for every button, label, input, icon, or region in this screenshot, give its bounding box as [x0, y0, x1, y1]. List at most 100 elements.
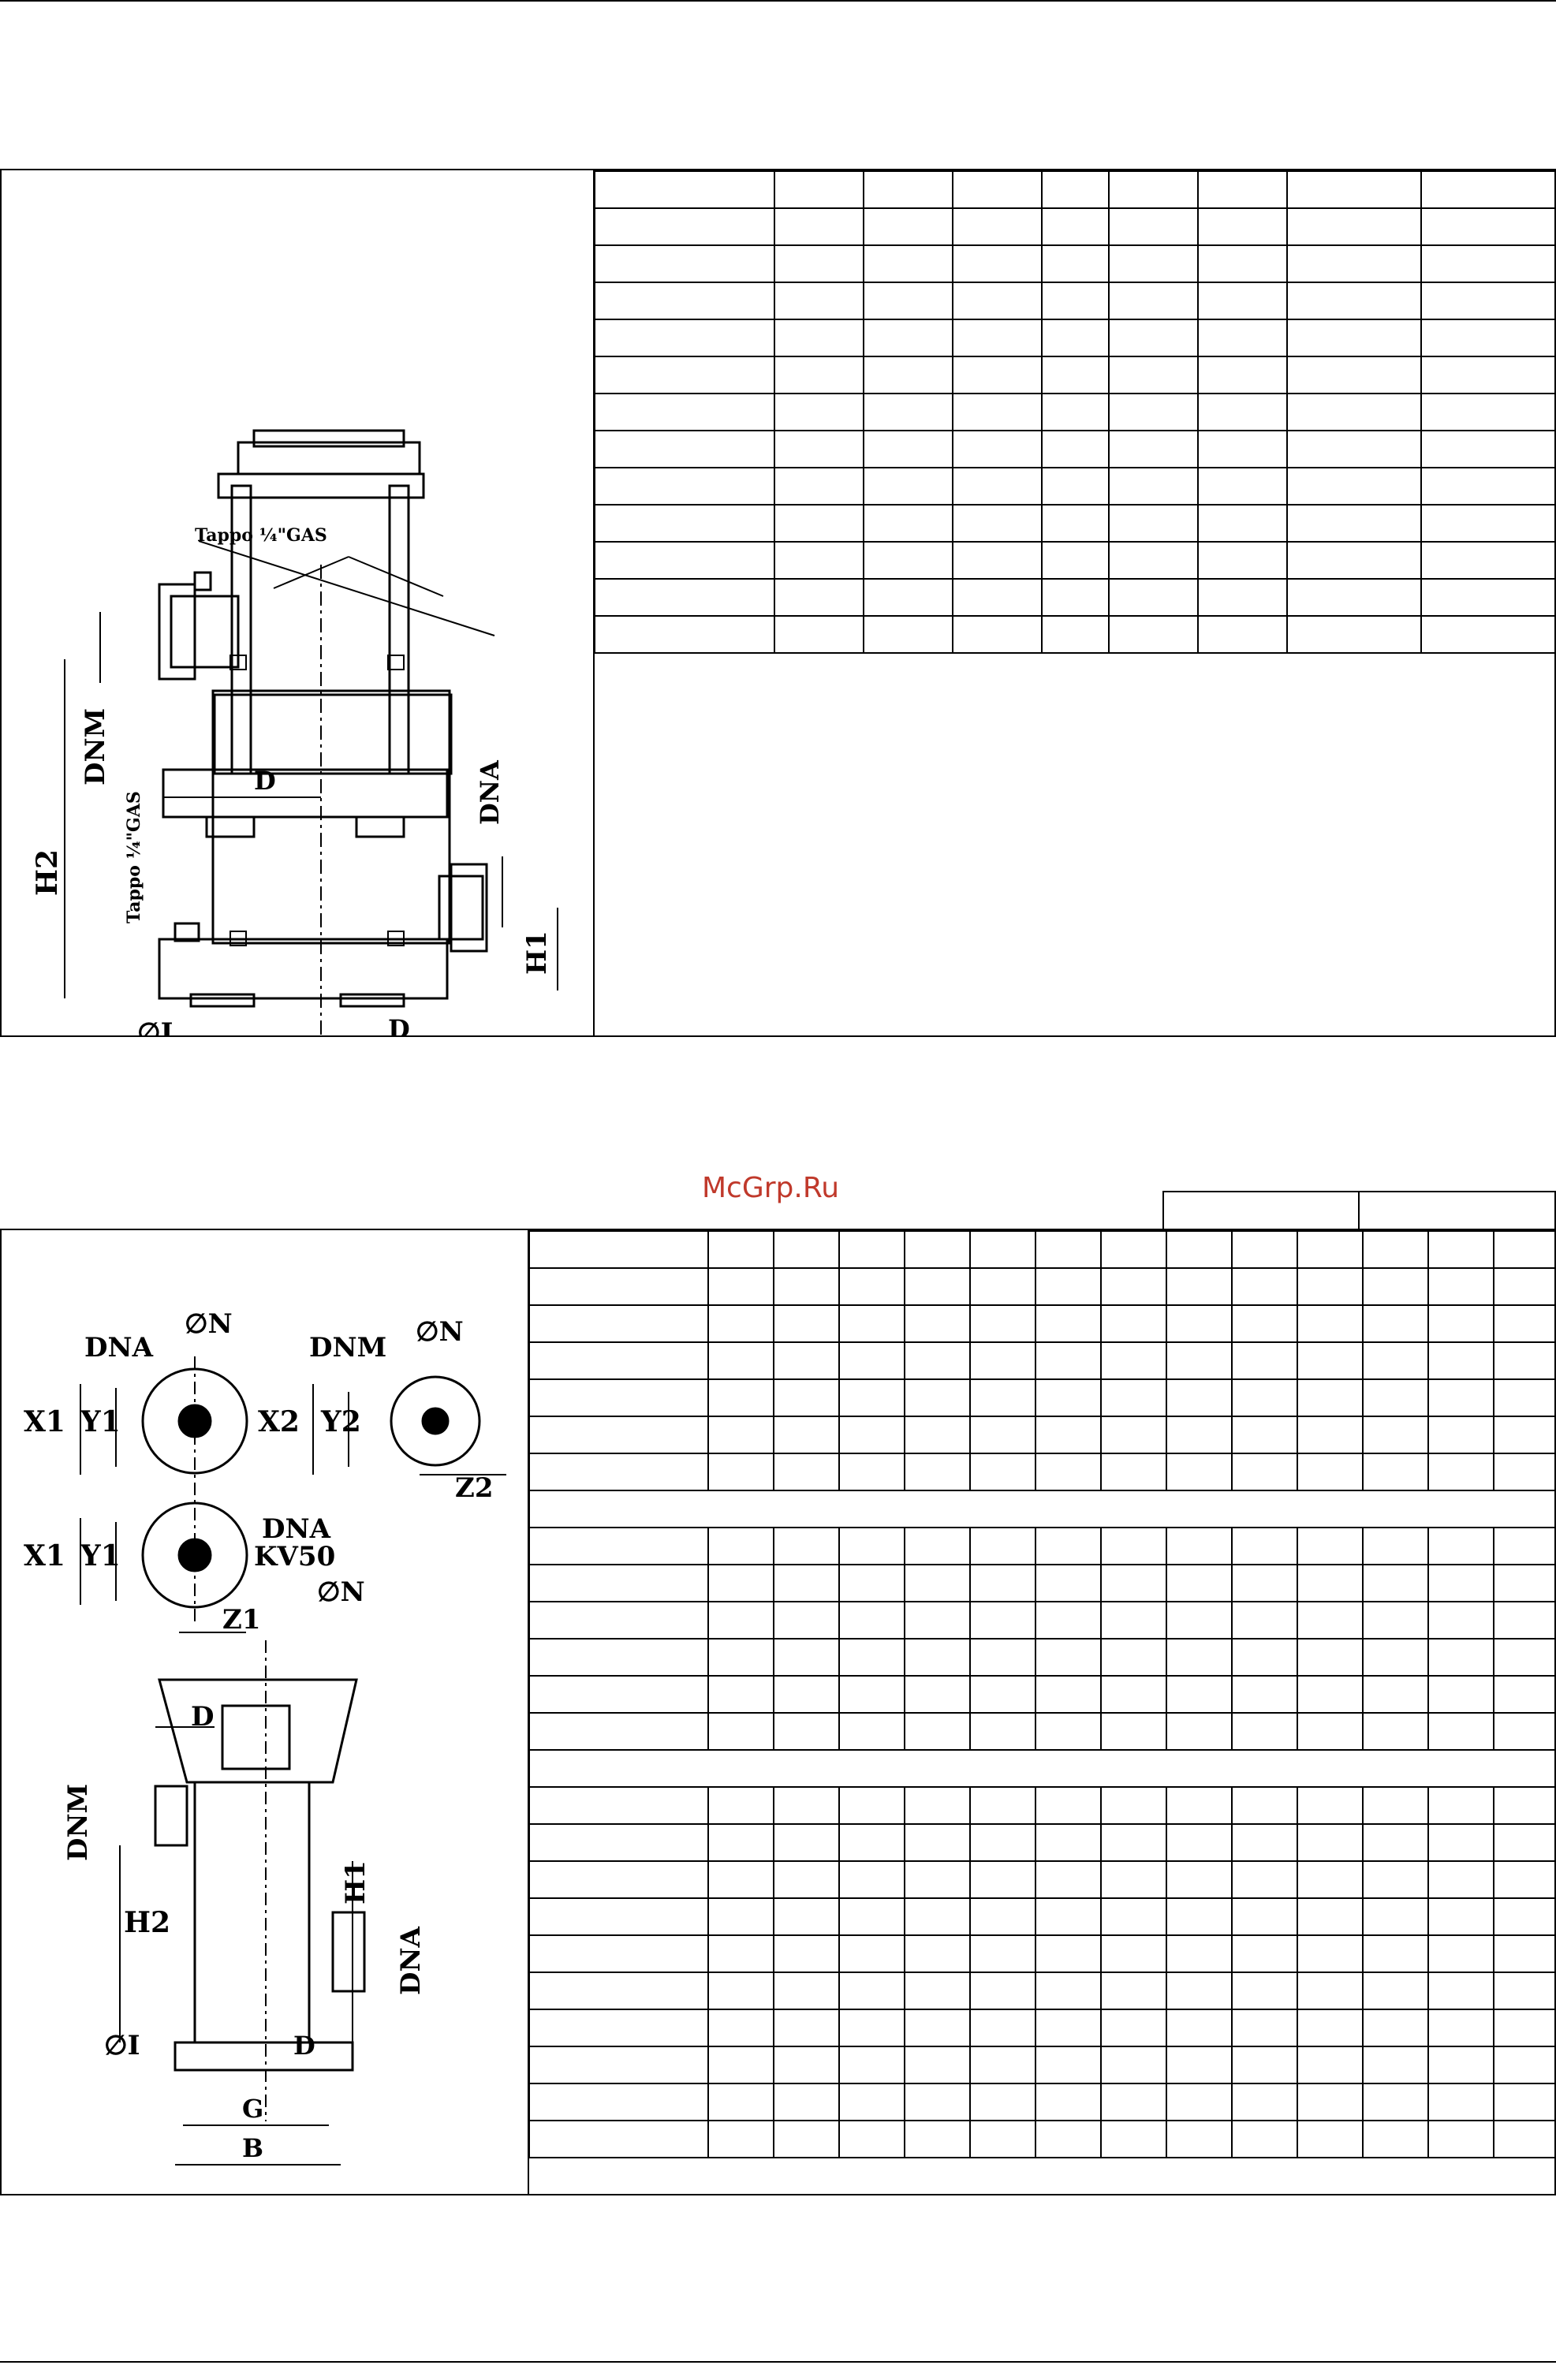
table-row: [594, 207, 1556, 246]
table-row: [528, 1453, 1556, 1491]
label-d-top: D: [191, 1701, 214, 1733]
table-row: [528, 1564, 1556, 1602]
label-dna-a: DNA: [84, 1332, 154, 1363]
table-row: [594, 615, 1556, 654]
table-row: [594, 244, 1556, 283]
suction-port: [450, 863, 488, 953]
table-row: [528, 1341, 1556, 1380]
watermark: McGrp.Ru: [702, 1172, 840, 1204]
label-on-a: ∅N: [185, 1308, 233, 1340]
header-box-right: [1358, 1191, 1556, 1230]
motor-head: [237, 441, 421, 476]
label-kv50: KV50: [254, 1541, 335, 1572]
table-section-row: [528, 1490, 1556, 1528]
label-dnm-side: DNM: [62, 1784, 94, 1861]
label-z1: Z1: [222, 1604, 260, 1636]
spec-table-top: [594, 170, 1556, 654]
table-row: [594, 430, 1556, 468]
label-h2: H2: [124, 1906, 170, 1939]
table-row: [594, 541, 1556, 580]
motor-bracket: [158, 1678, 358, 1784]
plug-base: [174, 922, 200, 942]
lower-body: [213, 693, 453, 775]
table-row: [528, 2009, 1556, 2047]
label-h1: H1: [340, 1860, 371, 1904]
label-x2: X2: [258, 1405, 300, 1438]
pump-drawing-top: Tappo ¼"GAS Tappo ¼"GAS DNM DNA D H2 H1 …: [2, 170, 595, 1129]
table-row: [594, 282, 1556, 320]
pump-drawing-bottom: ∅N DNA X1 Y1 ∅N DNM X2 Y2 Z2 X1 Y1 DNA K…: [2, 1230, 529, 2194]
table-row: [594, 170, 1556, 209]
side-flange-left: [154, 1785, 188, 1847]
label-dna-b: DNA: [262, 1513, 331, 1545]
label-tappo-side: Tappo ¼"GAS: [124, 791, 144, 923]
bottom-page-rule: [0, 2361, 1556, 2363]
dimension-panel-bottom: ∅N DNA X1 Y1 ∅N DNM X2 Y2 Z2 X1 Y1 DNA K…: [0, 1229, 1556, 2195]
pump-base: [174, 2041, 354, 2072]
label-tappo-top: Tappo ¼"GAS: [195, 525, 327, 546]
table-row: [528, 1416, 1556, 1454]
motor-window: [221, 1704, 291, 1770]
table-row: [528, 1712, 1556, 1751]
motor-flange: [252, 429, 405, 448]
label-dna: DNA: [475, 759, 505, 825]
label-dnm: DNM: [80, 708, 111, 785]
table-row: [528, 1527, 1556, 1565]
table-row: [528, 1267, 1556, 1306]
pump-diagram-bottom: ∅N DNA X1 Y1 ∅N DNM X2 Y2 Z2 X1 Y1 DNA K…: [24, 1308, 506, 2166]
table-row: [594, 319, 1556, 357]
table-row: [528, 1638, 1556, 1677]
pump-diagram-top: Tappo ¼"GAS Tappo ¼"GAS DNM DNA D H2 H1 …: [31, 429, 558, 1129]
label-oi: ∅I: [137, 1017, 174, 1035]
label-x1-a: X1: [24, 1405, 65, 1438]
base-foot-right: [355, 815, 405, 838]
base-foot-left: [205, 815, 256, 838]
table-row: [528, 1230, 1556, 1269]
dimension-panel-top: Tappo ¼"GAS Tappo ¼"GAS DNM DNA D H2 H1 …: [0, 169, 1556, 1129]
label-x1-b: X1: [24, 1539, 65, 1572]
table-row: [528, 1378, 1556, 1417]
table-row: [594, 393, 1556, 431]
table-row: [594, 467, 1556, 505]
table-row: [594, 504, 1556, 543]
pump-stack: [193, 1781, 311, 2044]
label-g: G: [242, 2094, 263, 2124]
table-row: [528, 1972, 1556, 2010]
table-row: [528, 1601, 1556, 1640]
suction-nozzle: [438, 875, 484, 941]
table-section-row: [528, 1749, 1556, 1788]
table-row: [528, 1786, 1556, 1825]
table-row: [528, 2120, 1556, 2158]
label-y2: Y2: [320, 1405, 361, 1438]
table-row: [594, 356, 1556, 394]
table-row: [528, 1897, 1556, 1936]
flange-dnm: [390, 1375, 481, 1467]
label-oi: ∅I: [104, 2030, 140, 2061]
label-h1: H1: [521, 931, 553, 975]
discharge-port: [158, 583, 196, 681]
table-row: [528, 1675, 1556, 1714]
label-d-bottom: D: [293, 2031, 315, 2061]
table-row: [528, 1304, 1556, 1343]
header-box-left: [1162, 1191, 1360, 1230]
label-z2: Z2: [455, 1472, 493, 1504]
base-plate: [162, 768, 449, 819]
table-row: [528, 1823, 1556, 1862]
table-row: [594, 578, 1556, 617]
top-page-rule: [0, 0, 1556, 2]
tie-rod-left: [230, 484, 252, 775]
table-row: [528, 2083, 1556, 2121]
label-on-b: ∅N: [416, 1316, 464, 1348]
spec-table-bottom: [528, 1230, 1556, 2158]
label-y1-b: Y1: [80, 1539, 121, 1572]
label-y1-a: Y1: [80, 1405, 121, 1438]
label-dna-side: DNA: [395, 1926, 427, 1995]
label-dnm: DNM: [309, 1332, 386, 1363]
discharge-nozzle: [170, 595, 240, 669]
table-row: [528, 2046, 1556, 2084]
label-h2: H2: [31, 849, 64, 896]
tie-rod-right: [388, 484, 410, 775]
plug-top: [193, 571, 212, 591]
table-row: [528, 1860, 1556, 1899]
label-on-c: ∅N: [317, 1576, 365, 1608]
